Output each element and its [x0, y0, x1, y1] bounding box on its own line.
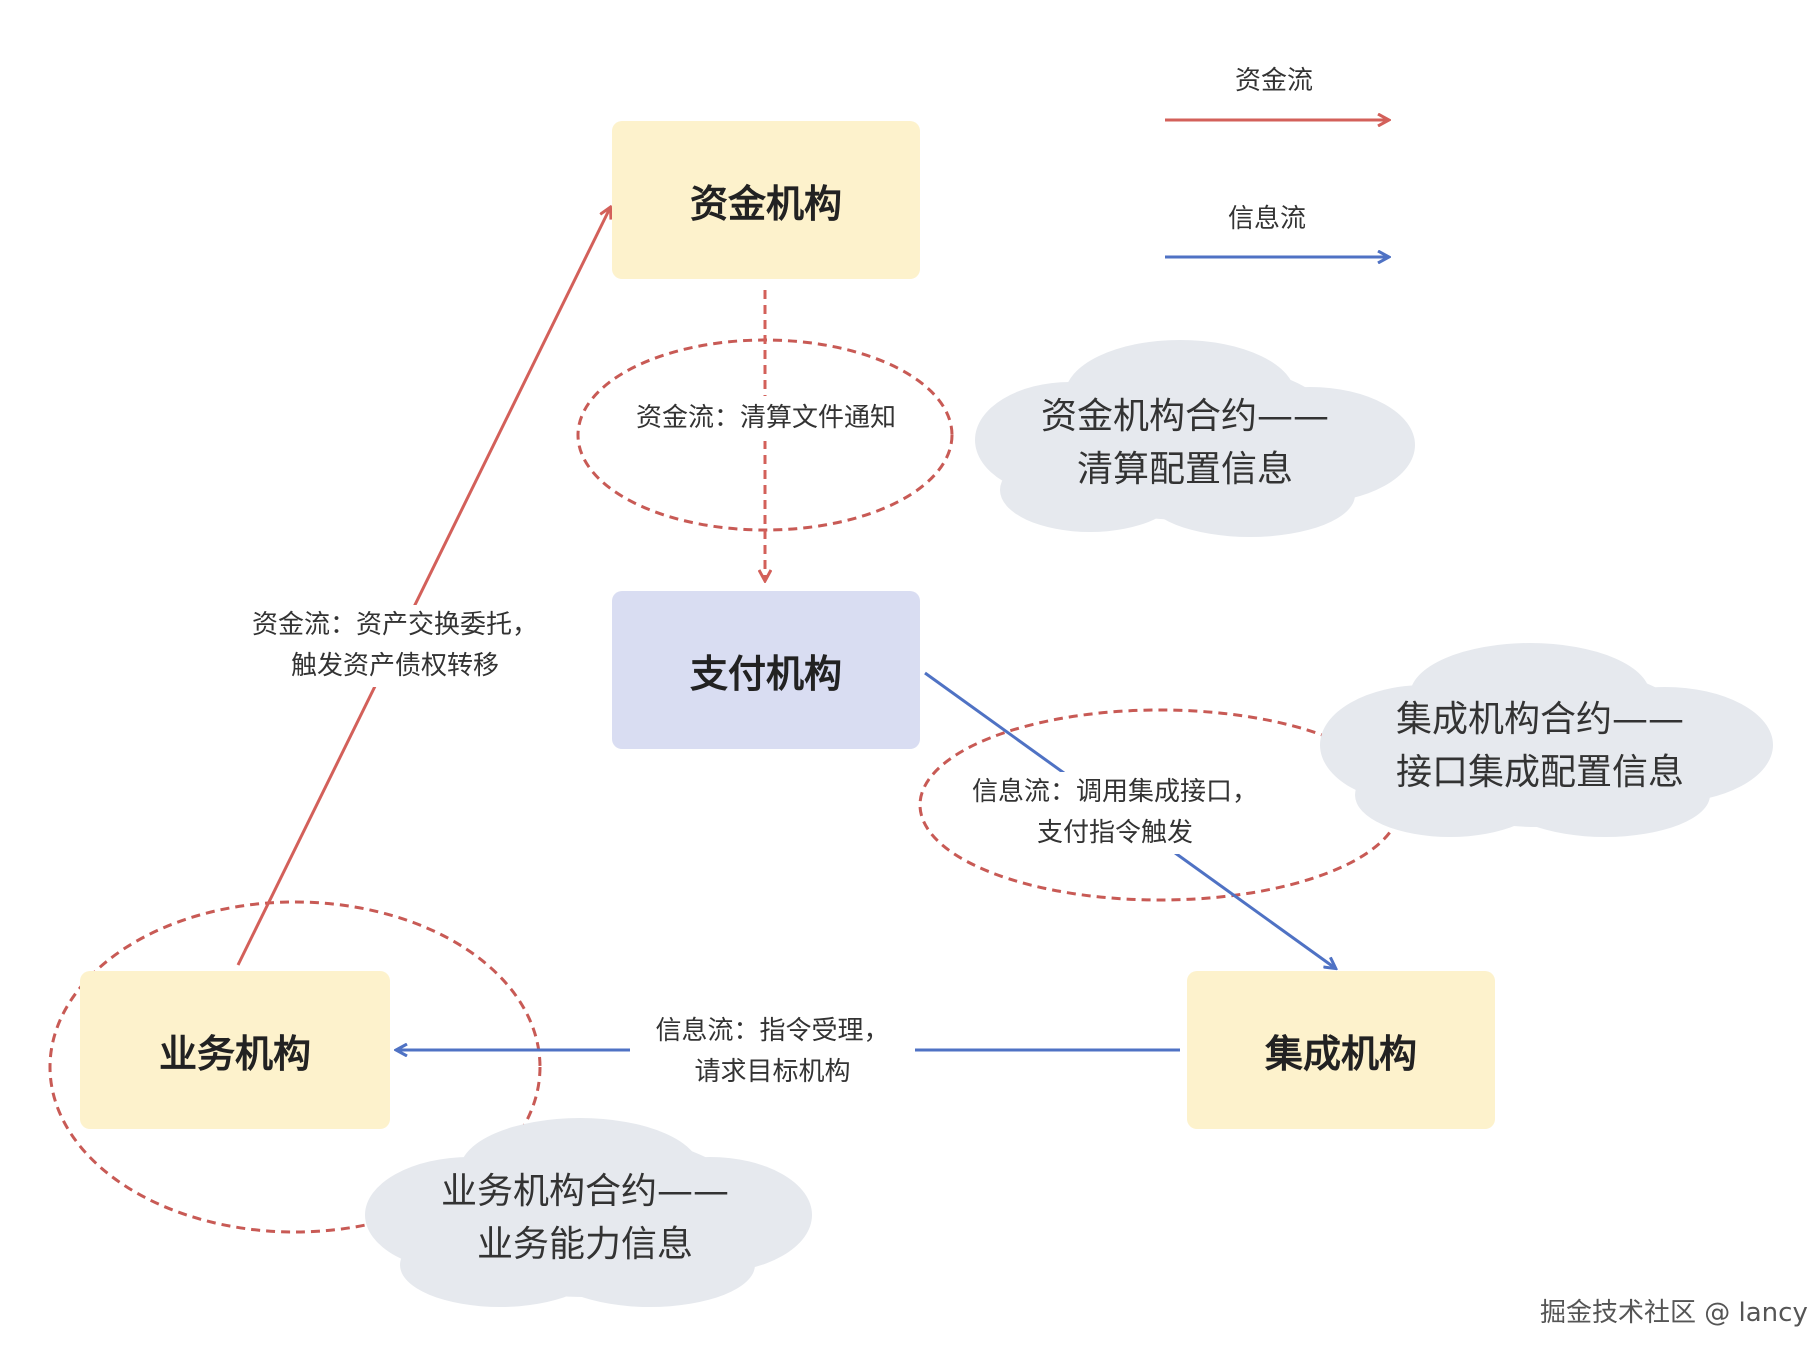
payment-institution-node[interactable]: 支付机构	[612, 591, 920, 749]
integration-institution-node[interactable]: 集成机构	[1187, 971, 1495, 1129]
asset-exchange-label-line1: 资金流：资产交换委托，	[251, 610, 538, 640]
business-contract-line1: 业务机构合约——	[440, 1171, 729, 1212]
integration-call-label-line2: 支付指令触发	[1036, 813, 1193, 854]
fund-contract-cloud	[975, 340, 1415, 537]
asset-exchange-label-line2: 触发资产债权转移	[290, 651, 499, 681]
legend-info-flow-label: 信息流	[1228, 204, 1307, 234]
business-contract-line2: 业务能力信息	[476, 1224, 693, 1265]
integration-call-label-line1: 信息流：调用集成接口，	[971, 772, 1258, 813]
business-contract-cloud	[365, 1118, 812, 1307]
fund-institution-node[interactable]: 资金机构	[612, 121, 920, 279]
fund-contract-line2: 清算配置信息	[1076, 449, 1293, 490]
integration-contract-cloud	[1320, 643, 1773, 837]
instruction-label-line2: 请求目标机构	[694, 1057, 851, 1087]
business-contract-cloud-text: 业务机构合约—— 业务能力信息	[415, 1165, 755, 1271]
asset-exchange-edge	[236, 208, 610, 966]
business-institution-node[interactable]: 业务机构	[80, 971, 390, 1129]
fund-contract-cloud-text: 资金机构合约—— 清算配置信息	[1020, 390, 1350, 496]
legend-fund-flow-label: 资金流	[1235, 66, 1314, 96]
integration-contract-line1: 集成机构合约——	[1395, 699, 1684, 740]
watermark-text: 掘金技术社区 @ lancy	[1540, 1298, 1808, 1328]
asset-exchange-edge-label: 资金流：资产交换委托， 触发资产债权转移	[230, 605, 560, 687]
settlement-edge-label: 资金流：清算文件通知	[620, 396, 912, 441]
integration-call-edge-label: 信息流：调用集成接口， 支付指令触发	[955, 772, 1275, 854]
fund-contract-line1: 资金机构合约——	[1040, 396, 1329, 437]
instruction-label-line1: 信息流：指令受理，	[655, 1016, 890, 1046]
integration-contract-line2: 接口集成配置信息	[1395, 752, 1684, 793]
business-contract-ellipse	[48, 900, 542, 1234]
instruction-edge-label: 信息流：指令受理， 请求目标机构	[630, 1011, 915, 1093]
integration-contract-cloud-text: 集成机构合约—— 接口集成配置信息	[1375, 693, 1705, 799]
